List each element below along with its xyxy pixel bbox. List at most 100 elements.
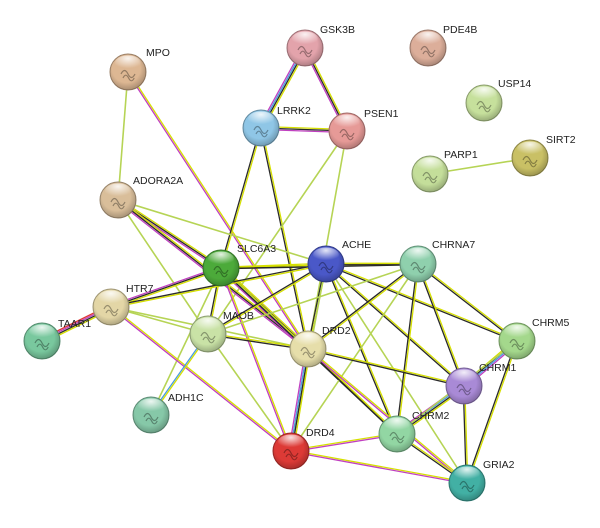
edge-evidence-line bbox=[118, 198, 223, 268]
edge-evidence-line bbox=[325, 262, 466, 387]
node-label: MAOB bbox=[223, 310, 254, 322]
node-sphere bbox=[242, 109, 280, 147]
edge-evidence-line bbox=[126, 71, 309, 351]
edge-mpo-adora2a bbox=[117, 71, 129, 201]
edge-chrna7-chrm1 bbox=[416, 263, 466, 387]
node-chrna7[interactable]: CHRNA7 bbox=[399, 239, 475, 283]
edge-evidence-line bbox=[117, 199, 209, 335]
node-label: TAAR1 bbox=[58, 318, 91, 330]
edge-evidence-line bbox=[221, 267, 293, 452]
node-slc6a3[interactable]: SLC6A3 bbox=[202, 243, 276, 287]
edge-maob-drd4 bbox=[207, 333, 292, 452]
node-label: LRRK2 bbox=[277, 105, 311, 117]
edge-evidence-line bbox=[467, 340, 519, 484]
edge-evidence-line bbox=[324, 263, 465, 388]
node-label: ACHE bbox=[342, 239, 371, 251]
edge-evidence-line bbox=[325, 263, 468, 484]
edge-lrrk2-drd2 bbox=[259, 127, 310, 350]
node-label: DRD2 bbox=[322, 325, 351, 337]
edge-evidence-line bbox=[290, 449, 468, 483]
edge-evidence-line bbox=[307, 347, 469, 484]
node-label: CHRM1 bbox=[479, 362, 516, 374]
edge-evidence-line bbox=[259, 127, 308, 350]
node-sphere bbox=[411, 155, 449, 193]
edge-chrm5-gria2 bbox=[465, 340, 519, 484]
node-gria2[interactable]: GRIA2 bbox=[448, 459, 515, 502]
edge-evidence-line bbox=[325, 262, 518, 341]
edge-evidence-line bbox=[109, 306, 292, 453]
edge-evidence-line bbox=[219, 127, 261, 269]
node-pde4b[interactable]: PDE4B bbox=[409, 24, 477, 67]
node-label: SLC6A3 bbox=[237, 243, 276, 255]
node-ache[interactable]: ACHE bbox=[307, 239, 371, 283]
node-parp1[interactable]: PARP1 bbox=[411, 149, 478, 193]
node-sphere bbox=[399, 245, 437, 283]
node-label: CHRM5 bbox=[532, 317, 569, 329]
edge-evidence-line bbox=[127, 70, 310, 350]
edge-evidence-line bbox=[418, 263, 466, 387]
edge-evidence-line bbox=[117, 199, 327, 265]
node-mpo[interactable]: MPO bbox=[109, 47, 170, 91]
node-label: GSK3B bbox=[320, 24, 355, 36]
node-sphere bbox=[286, 29, 324, 67]
edge-slc6a3-adh1c bbox=[150, 267, 222, 416]
node-label: GRIA2 bbox=[483, 459, 515, 471]
edge-evidence-line bbox=[307, 349, 465, 388]
edge-evidence-line bbox=[207, 130, 348, 335]
edge-evidence-line bbox=[110, 267, 222, 308]
node-label: MPO bbox=[146, 47, 170, 59]
node-gsk3b[interactable]: GSK3B bbox=[286, 24, 355, 67]
edge-evidence-line bbox=[206, 262, 327, 335]
node-label: PARP1 bbox=[444, 149, 478, 161]
edge-adora2a-ache bbox=[117, 199, 327, 265]
edge-lrrk2-slc6a3 bbox=[219, 127, 263, 269]
edge-ache-chrm5 bbox=[325, 262, 518, 343]
edge-evidence-line bbox=[326, 263, 399, 435]
node-usp14[interactable]: USP14 bbox=[465, 78, 531, 122]
node-sphere bbox=[328, 112, 366, 150]
edge-evidence-line bbox=[307, 347, 465, 386]
edge-evidence-line bbox=[416, 263, 464, 387]
node-psen1[interactable]: PSEN1 bbox=[328, 108, 399, 150]
edge-evidence-line bbox=[207, 333, 292, 452]
node-sphere bbox=[289, 330, 327, 368]
node-sphere bbox=[92, 288, 130, 326]
node-htr7[interactable]: HTR7 bbox=[92, 283, 154, 326]
node-chrm5[interactable]: CHRM5 bbox=[498, 317, 569, 360]
node-sphere bbox=[448, 464, 486, 502]
node-sphere bbox=[272, 432, 310, 470]
edge-evidence-line bbox=[150, 267, 222, 416]
node-sphere bbox=[409, 29, 447, 67]
node-sphere bbox=[202, 249, 240, 287]
edge-htr7-drd4 bbox=[109, 305, 293, 453]
node-lrrk2[interactable]: LRRK2 bbox=[242, 105, 311, 147]
node-label: CHRM2 bbox=[412, 410, 449, 422]
edge-drd2-chrm1 bbox=[307, 347, 465, 388]
node-sphere bbox=[132, 396, 170, 434]
edge-evidence-line bbox=[290, 263, 419, 452]
edge-chrna7-maob bbox=[207, 263, 419, 335]
node-sphere bbox=[189, 315, 227, 353]
edge-slc6a3-drd4 bbox=[219, 267, 293, 452]
node-adora2a[interactable]: ADORA2A bbox=[99, 175, 183, 219]
edge-evidence-line bbox=[325, 264, 518, 343]
node-sphere bbox=[23, 322, 61, 360]
edge-evidence-line bbox=[221, 127, 263, 269]
edge-evidence-line bbox=[117, 71, 129, 201]
node-label: PDE4B bbox=[443, 24, 477, 36]
node-label: HTR7 bbox=[126, 283, 154, 295]
node-adh1c[interactable]: ADH1C bbox=[132, 392, 204, 434]
node-sphere bbox=[465, 84, 503, 122]
node-label: DRD4 bbox=[306, 427, 335, 439]
node-sphere bbox=[307, 245, 345, 283]
node-taar1[interactable]: TAAR1 bbox=[23, 318, 91, 360]
edge-drd4-gria2 bbox=[290, 449, 468, 485]
node-label: SIRT2 bbox=[546, 134, 576, 146]
edge-adora2a-maob bbox=[117, 199, 209, 335]
edge-psen1-maob bbox=[207, 130, 348, 335]
node-sirt2[interactable]: SIRT2 bbox=[511, 134, 576, 177]
edge-evidence-line bbox=[395, 263, 418, 435]
edge-evidence-line bbox=[397, 263, 420, 435]
node-drd2[interactable]: DRD2 bbox=[289, 325, 351, 368]
